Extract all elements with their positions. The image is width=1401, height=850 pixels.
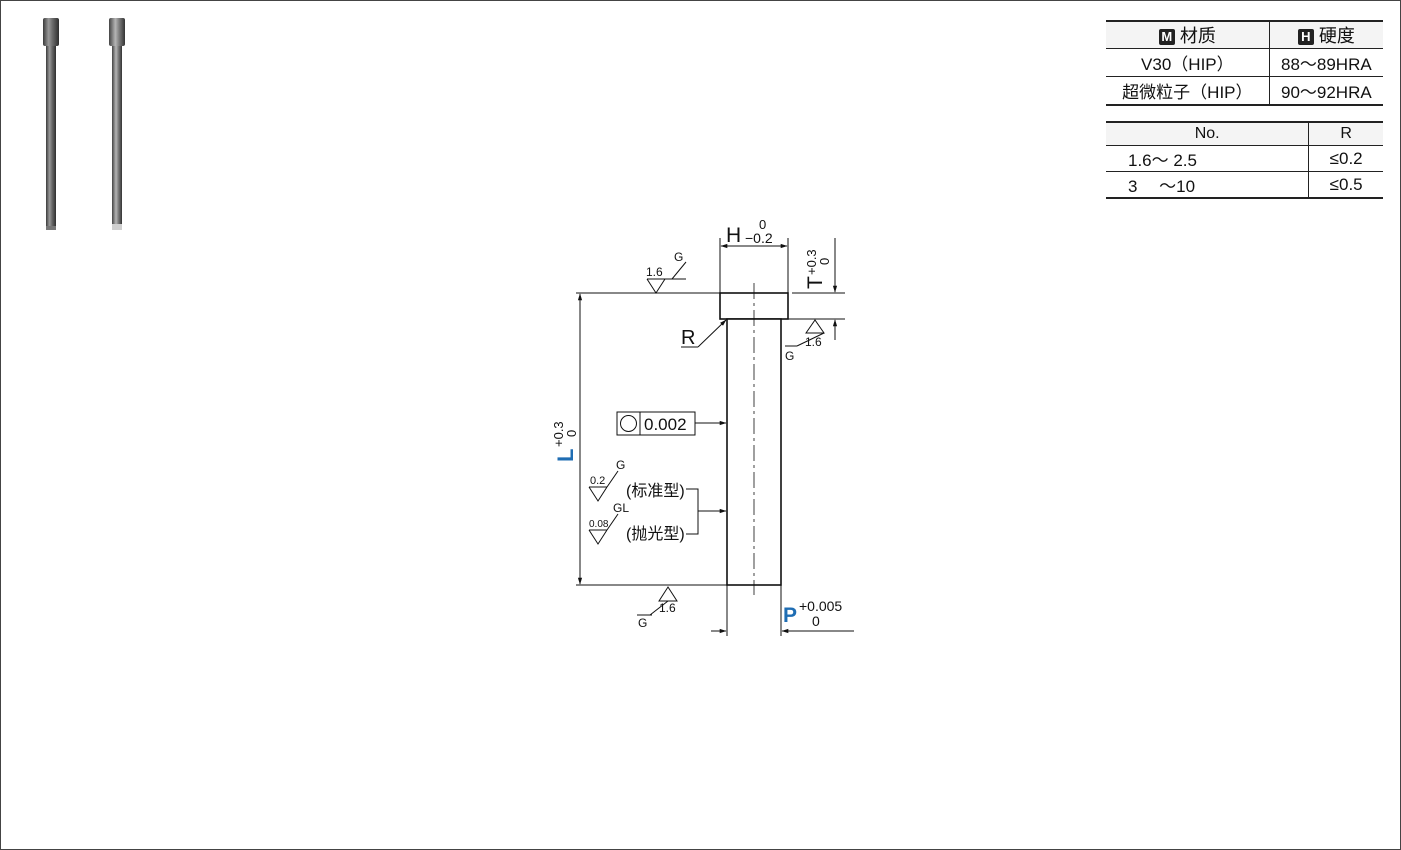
table-row: 3 ～10 ≤0.5 <box>1106 171 1383 198</box>
dim-l-letter: L <box>553 449 578 462</box>
table-row: 超微粒子（HIP） 90～92HRA <box>1106 76 1383 105</box>
cylindricity-icon <box>620 415 637 432</box>
r-header: R <box>1308 122 1383 146</box>
finish-top-value: 1.6 <box>646 265 663 279</box>
finish-polished-symbol <box>588 513 619 545</box>
material-cell: 超微粒子（HIP） <box>1122 83 1253 102</box>
dim-h-upper: 0 <box>759 217 766 232</box>
dim-t-letter: T <box>804 276 827 289</box>
material-cell: V30（HIP） <box>1106 48 1270 77</box>
radius-leader <box>697 319 727 348</box>
r-cell: ≤0.5 <box>1308 171 1383 198</box>
radius-table: No. R 1.6～ 2.5 ≤0.2 3 ～10 ≤0.5 <box>1106 121 1383 199</box>
hardness-cell: 88～89HRA <box>1268 48 1383 77</box>
product-photo-standard <box>43 18 59 230</box>
hardness-badge-icon: H <box>1297 29 1314 45</box>
dim-p-lower: 0 <box>812 613 820 629</box>
material-header-label: 材质 <box>1179 26 1216 46</box>
hardness-header-label: 硬度 <box>1318 26 1355 46</box>
product-photo-polished <box>109 18 125 230</box>
finish-polished-value: 0.08 <box>589 519 609 530</box>
material-badge-icon: M <box>1158 29 1175 45</box>
finish-head-value: 1.6 <box>805 335 822 349</box>
r-cell: ≤0.2 <box>1308 145 1383 172</box>
finish-bottom-value: 1.6 <box>659 601 676 615</box>
hardness-cell: 90～92HRA <box>1268 76 1383 105</box>
dim-l-lower: 0 <box>564 430 579 437</box>
finish-top-symbol <box>646 261 687 294</box>
no-header: No. <box>1106 122 1309 146</box>
finish-standard-symbol-g: G <box>616 458 625 472</box>
dim-h-letter: H <box>726 224 741 247</box>
finish-standard-value: 0.2 <box>590 475 605 487</box>
dim-l-upper: +0.3 <box>551 421 566 447</box>
dim-t-lower: 0 <box>817 258 832 265</box>
finish-head-symbol-g: G <box>785 349 794 363</box>
finish-top-symbol-g: G <box>674 250 683 264</box>
dim-p-letter: P <box>783 604 797 627</box>
finish-head-symbol <box>785 319 825 347</box>
finish-bottom-symbol <box>637 586 678 616</box>
tolerance-value: 0.002 <box>644 415 687 434</box>
finish-standard-label: (标准型) <box>626 482 685 500</box>
finish-polished-label: (抛光型) <box>626 525 685 543</box>
dim-h-lower: −0.2 <box>745 230 773 246</box>
no-cell: 3 ～10 <box>1128 177 1196 196</box>
dim-p-upper: +0.005 <box>799 598 842 614</box>
finish-standard-symbol <box>588 470 619 502</box>
table-row: V30（HIP） 88～89HRA <box>1106 48 1383 77</box>
radius-label: R <box>681 327 695 349</box>
dim-t-upper: +0.3 <box>804 249 819 275</box>
finish-bottom-symbol-g: G <box>638 616 647 630</box>
finish-polished-symbol-g: GL <box>613 501 629 515</box>
table-row: 1.6～ 2.5 ≤0.2 <box>1106 145 1383 172</box>
no-cell: 1.6～ 2.5 <box>1106 145 1309 172</box>
